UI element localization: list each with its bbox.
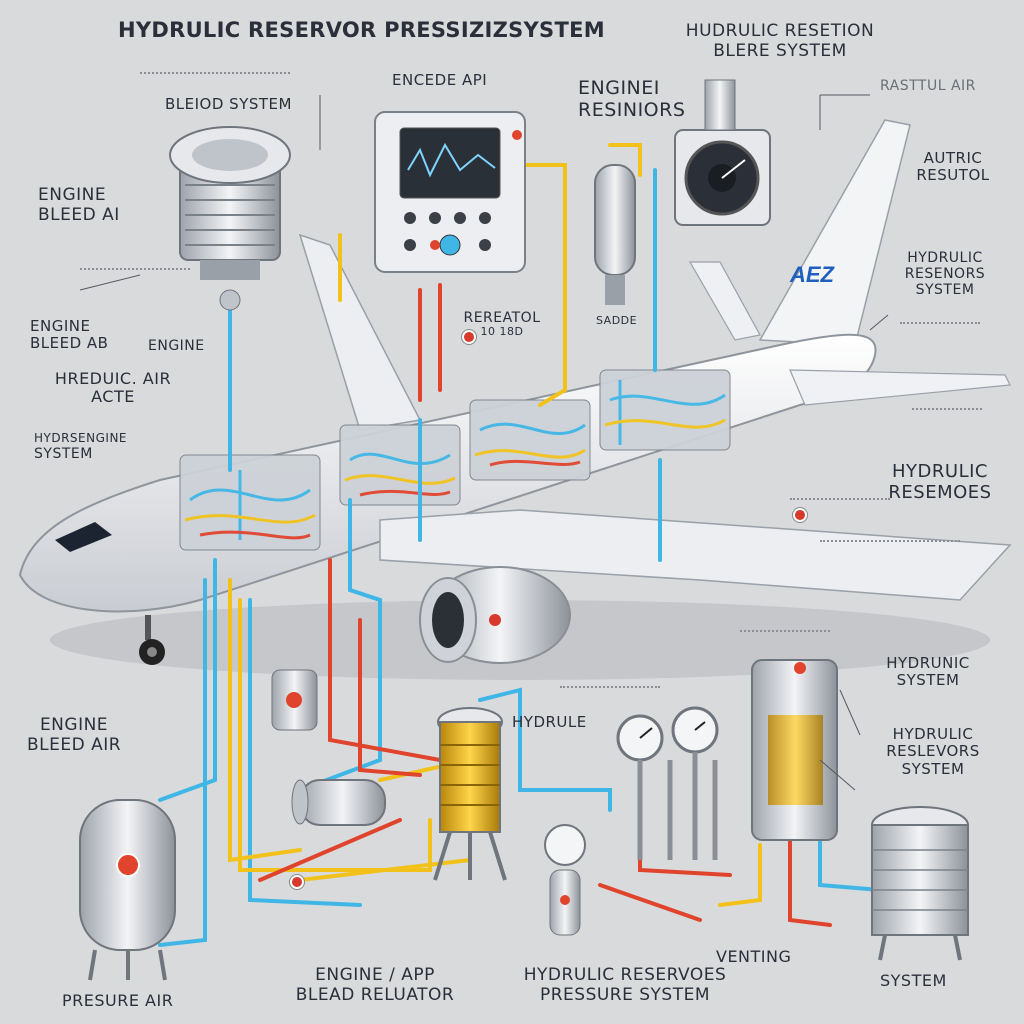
label-engine-app-bleed-reluator: ENGINE / APP BLEAD RELUATOR <box>295 965 455 1005</box>
label-venting: VENTING <box>716 947 792 966</box>
valve-assembly-icon <box>271 669 318 731</box>
label-hreduic-air: HREDUIC. AIR ACTE <box>54 369 172 407</box>
gauge-icon <box>674 79 771 226</box>
scribble-line <box>912 408 982 410</box>
label-encede-api: ENCEDE API <box>392 71 488 89</box>
label-hudrulic-resetion: HUDRULIC RESETION BLERE SYSTEM <box>685 21 875 61</box>
label-engine-bleed-ai: ENGINE BLEED AI <box>38 185 120 225</box>
tank-icon <box>594 164 636 305</box>
marker-dot <box>793 508 807 522</box>
marker-dot <box>462 330 476 344</box>
engine-nacelle <box>419 566 571 664</box>
marker-dot <box>290 875 304 889</box>
label-engine: ENGINE <box>148 338 205 354</box>
wing-near <box>379 509 1012 601</box>
valve-icon <box>291 779 386 826</box>
sensor-icon <box>544 824 586 936</box>
tail-logo: AEZ <box>789 262 836 287</box>
pressure-tank-icon <box>79 799 176 981</box>
scribble-line <box>820 540 960 542</box>
label-engine-bleed-air-lower: ENGINE BLEED AIR <box>26 715 122 755</box>
stab-far <box>688 261 761 341</box>
coil-reservoir-icon <box>433 707 507 881</box>
label-presure-air: PRESURE AIR <box>62 991 174 1010</box>
system-tank-icon <box>871 806 969 961</box>
pressure-gauges <box>616 706 719 860</box>
label-engine-bleed-ab: ENGINE BLEED AB <box>30 317 109 353</box>
label-hydrulic-resemoes: HYDRULIC RESEMOES <box>888 461 992 503</box>
control-panel-icon <box>374 111 526 273</box>
landing-gear <box>139 615 165 665</box>
leader-lines <box>79 94 889 791</box>
scribble-line <box>740 630 830 632</box>
fuselage-cutaway <box>179 369 731 551</box>
aircraft: AEZ <box>18 119 1012 665</box>
label-hydrsengine-system: HYDRSENGINE SYSTEM <box>34 431 128 462</box>
label-hydrulic-reslevors: HYDRULIC RESLEVORS SYSTEM <box>886 725 980 778</box>
right-reservoir-icon <box>751 659 838 841</box>
label-sadde: SADDE <box>596 314 638 327</box>
cockpit-windows <box>55 522 112 552</box>
label-hydrulic-resenors-upper: HYDRULIC RESENORS SYSTEM <box>904 250 986 299</box>
label-hydrule: HYDRULE <box>512 713 587 731</box>
label-bleiod-system: BLEIOD SYSTEM <box>165 95 292 113</box>
stab-near <box>789 369 1011 406</box>
scribble-line <box>80 268 190 270</box>
page-title: HYDRULIC RESERVOR PRESSIZIZSYSTEM <box>118 18 605 42</box>
scribble-line <box>140 72 290 74</box>
vertical-tail <box>758 119 911 346</box>
label-rereatol: REREATOL 10 18D <box>463 310 541 339</box>
scribble-line <box>560 686 660 688</box>
label-hydrulic-reservoes-pressure: HYDRULIC RESERVOES PRESSURE SYSTEM <box>523 965 727 1005</box>
scribble-line <box>790 498 890 500</box>
label-system-bottom: SYSTEM <box>880 971 947 990</box>
label-hydrunic-system: HYDRUNIC SYSTEM <box>886 654 970 690</box>
label-engine-resiniors: ENGINEI RESINIORS <box>578 77 686 121</box>
label-autric-resutol: AUTRIC RESUTOL <box>916 149 990 185</box>
scribble-line <box>900 322 980 324</box>
fan-unit-icon <box>169 126 291 311</box>
label-rasttul-air: RASTTUL AIR <box>880 78 976 94</box>
